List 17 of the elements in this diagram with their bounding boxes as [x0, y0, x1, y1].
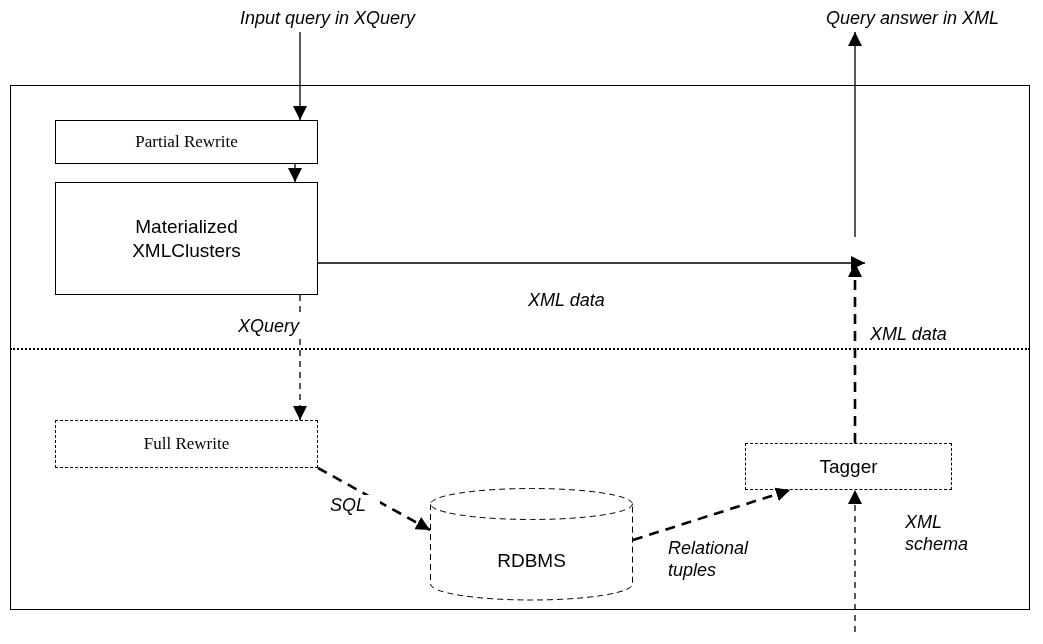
process-box: Tagger	[745, 443, 952, 490]
system-boundary	[10, 85, 1030, 610]
arrow	[288, 163, 302, 183]
process-box: Full Rewrite	[55, 420, 318, 468]
arrow	[848, 489, 862, 633]
edge-label: SQL	[330, 495, 380, 517]
arrow	[317, 256, 866, 270]
arrow	[293, 294, 307, 421]
process-box: Partial Rewrite	[55, 120, 318, 164]
node-label: RDBMS	[496, 550, 567, 572]
arrow	[848, 31, 862, 238]
process-box: Materialized XMLClusters	[55, 182, 318, 295]
arrow	[293, 31, 307, 121]
io-label: Query answer in XML	[790, 4, 1035, 32]
arrow	[632, 487, 791, 542]
arrow	[317, 466, 431, 532]
io-label: Input query in XQuery	[215, 4, 440, 32]
